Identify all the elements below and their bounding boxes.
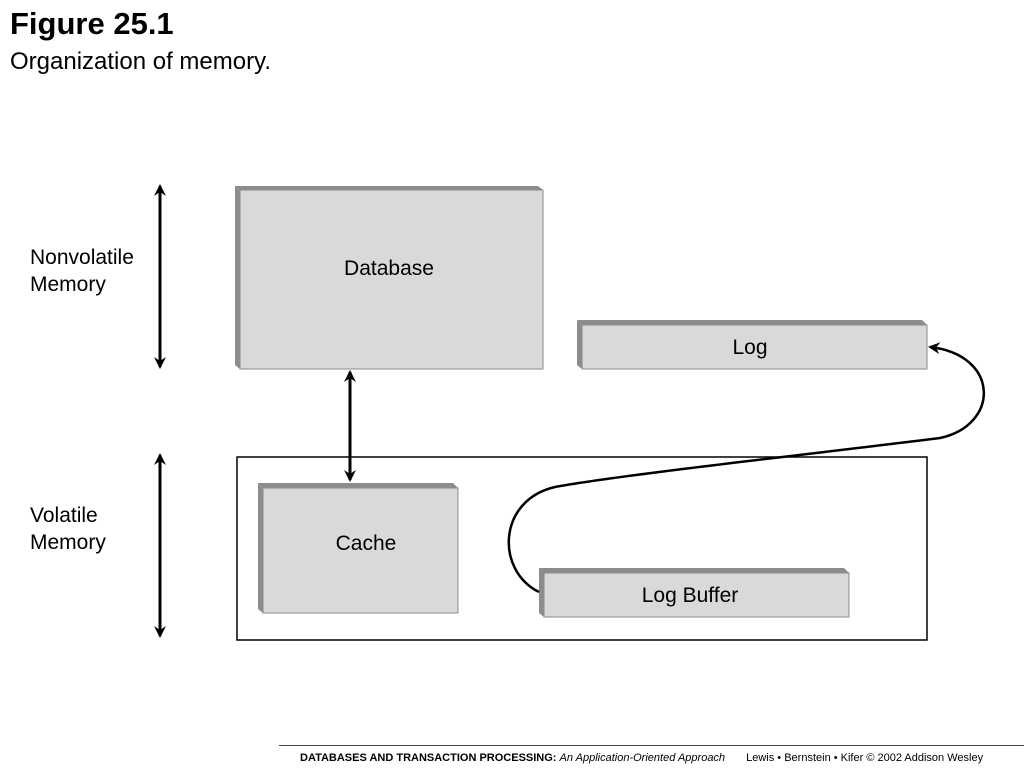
- log-label: Log: [732, 336, 767, 359]
- volatile-memory-container: [236, 456, 928, 641]
- volatile-label-line2: Memory: [30, 531, 106, 554]
- footer: DATABASES AND TRANSACTION PROCESSING: An…: [300, 752, 983, 764]
- database-box: Database: [235, 186, 544, 370]
- log-buffer-box: Log Buffer: [539, 568, 850, 618]
- figure-caption: Organization of memory.: [10, 48, 271, 75]
- cache-label: Cache: [336, 532, 397, 555]
- volatile-label-line1: Volatile: [30, 504, 98, 527]
- log-box: Log: [577, 320, 928, 370]
- footer-authors: Lewis • Bernstein • Kifer © 2002 Addison…: [746, 752, 984, 764]
- footer-subtitle: An Application-Oriented Approach: [559, 752, 726, 764]
- log-buffer-label: Log Buffer: [642, 584, 739, 607]
- figure-title: Figure 25.1: [10, 6, 174, 41]
- footer-divider: [279, 745, 1024, 746]
- footer-book-title: DATABASES AND TRANSACTION PROCESSING:: [300, 752, 557, 764]
- database-label: Database: [344, 257, 434, 280]
- nonvolatile-label-line1: Nonvolatile: [30, 246, 134, 269]
- cache-box: Cache: [258, 483, 459, 614]
- log-buffer-to-log-arrow: [507, 342, 986, 594]
- nonvolatile-label-line2: Memory: [30, 273, 106, 296]
